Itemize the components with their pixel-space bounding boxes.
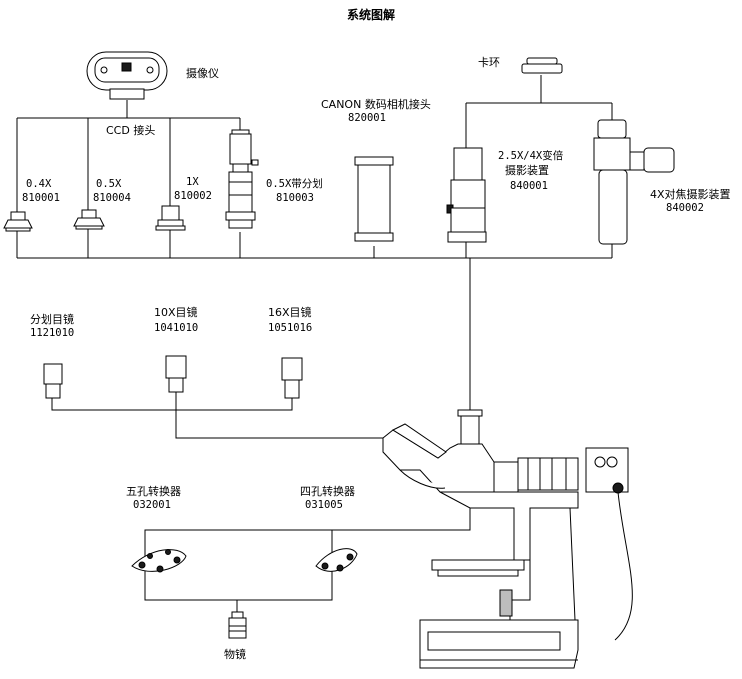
- eyepiece-16x-device: [281, 357, 303, 399]
- zoom-photo-code: 840001: [510, 180, 548, 192]
- adapter-05x-reticle-code: 810003: [276, 192, 314, 204]
- camera-device: [86, 51, 168, 100]
- adapter-1x-device: [155, 205, 186, 231]
- camera-label: 摄像仪: [186, 67, 219, 80]
- nosepiece-4-device: [315, 548, 358, 572]
- adapter-05x-code: 810004: [93, 192, 131, 204]
- eyepiece-16x-code: 1051016: [268, 322, 313, 334]
- canon-adapter-label: CANON 数码相机接头: [321, 98, 431, 111]
- eyepiece-10x-device: [165, 355, 187, 393]
- canon-adapter-code: 820001: [348, 112, 386, 124]
- focus-photo-device: [593, 119, 675, 245]
- focus-photo-label: 4X对焦摄影装置: [650, 188, 731, 201]
- canon-adapter-device: [354, 156, 394, 242]
- zoom-photo-label-2: 摄影装置: [505, 164, 549, 177]
- eyepiece-reticle-code: 1121010: [30, 327, 75, 339]
- ccd-adapter-label: CCD 接头: [106, 124, 156, 137]
- eyepiece-reticle-label: 分划目镜: [30, 313, 74, 326]
- adapter-05x-device: [73, 209, 105, 230]
- nosepiece-4-code: 031005: [305, 499, 343, 511]
- adapter-1x-label: 1X: [186, 176, 199, 188]
- adapter-04x-code: 810001: [22, 192, 60, 204]
- eyepiece-16x-label: 16X目镜: [268, 306, 312, 319]
- objective-label: 物镜: [224, 648, 246, 661]
- eyepiece-reticle-device: [43, 363, 63, 399]
- adapter-05x-label: 0.5X: [96, 178, 122, 190]
- adapter-04x-label: 0.4X: [26, 178, 52, 190]
- microscope-device: [382, 409, 629, 669]
- ring-label: 卡环: [478, 56, 500, 69]
- adapter-05x-reticle-device: [225, 129, 259, 229]
- nosepiece-4-label: 四孔转换器: [300, 485, 355, 498]
- ring-device: [521, 57, 563, 74]
- zoom-photo-label-1: 2.5X/4X变倍: [498, 150, 564, 162]
- eyepiece-10x-code: 1041010: [154, 322, 199, 334]
- adapter-05x-reticle-label: 0.5X带分划: [266, 178, 323, 190]
- focus-photo-code: 840002: [666, 202, 704, 214]
- adapter-04x-device: [3, 211, 33, 232]
- objective-device: [228, 611, 247, 639]
- page-title: 系统图解: [346, 8, 395, 22]
- adapter-1x-code: 810002: [174, 190, 212, 202]
- zoom-photo-device: [446, 147, 487, 243]
- nosepiece-5-label: 五孔转换器: [126, 485, 181, 498]
- nosepiece-5-code: 032001: [133, 499, 171, 511]
- eyepiece-10x-label: 10X目镜: [154, 306, 198, 319]
- nosepiece-5-device: [131, 549, 187, 573]
